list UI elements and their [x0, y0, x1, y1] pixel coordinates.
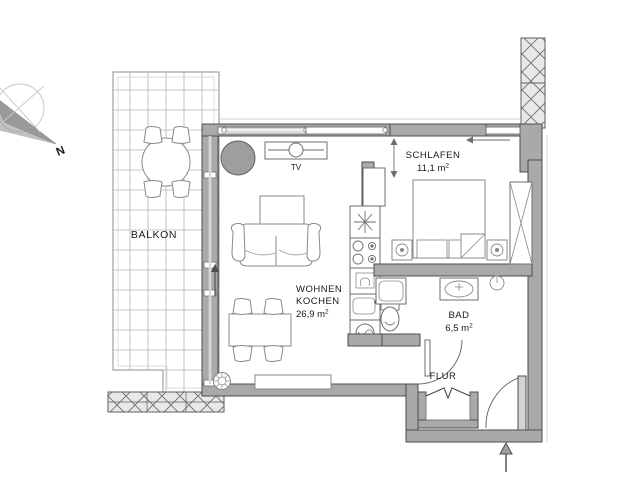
room-label-bad: BAD [448, 310, 469, 321]
dining-chair-icon [232, 345, 253, 362]
balcony-door-jambs [203, 136, 217, 387]
tv-label: TV [291, 163, 302, 172]
room-label-balkon: BALKON [131, 229, 177, 241]
outdoor-chair-icon [143, 180, 163, 198]
outdoor-chair-icon [171, 126, 191, 144]
compass-rose: N [0, 83, 67, 159]
wall-kitchen-niche [347, 333, 383, 347]
hatched-shaft-top-right [520, 37, 546, 129]
room-label-kochen: KOCHEN [296, 296, 340, 307]
wall-bedroom-south [373, 263, 533, 277]
hall [417, 375, 527, 472]
door-swing-arrow [466, 136, 510, 144]
sideboard-icon [254, 374, 332, 390]
window-sash [221, 127, 307, 133]
window-hinge-icon [221, 127, 227, 133]
room-label-wohnen: WOHNEN [296, 284, 342, 295]
room-label-flur: FLUR [430, 371, 457, 382]
living-room-furniture: TV [220, 140, 328, 267]
dining-table-icon [228, 313, 292, 347]
window-living-right [305, 126, 387, 135]
dining-chair-icon [232, 298, 253, 315]
window-hinge-icon [382, 127, 388, 133]
pillow-icon [416, 239, 448, 259]
window-bedroom-side [485, 126, 521, 135]
bathroom-door [417, 339, 463, 385]
balcony-furniture [141, 126, 191, 198]
balcony-terrace [112, 71, 220, 394]
room-area-wohnen-kochen: 26,9 m2 [296, 309, 329, 321]
wall-niche-bottom [417, 419, 479, 429]
room-area-bad: 6,5 m2 [445, 323, 473, 335]
window-bedroom [389, 123, 487, 137]
tv-icon [288, 142, 304, 158]
round-outdoor-table-icon [141, 137, 191, 187]
dimension-arrow-vertical [390, 138, 398, 178]
wall-south [405, 429, 543, 443]
living-south-furniture [213, 372, 332, 390]
bedroom [373, 136, 533, 277]
bathroom [375, 275, 505, 385]
outdoor-chair-icon [143, 126, 163, 144]
dining-furniture [228, 298, 292, 362]
hatched-planter-bottom-left [107, 391, 225, 413]
room-area-schlafen: 11,1 m2 [417, 163, 449, 175]
entrance-arrow [499, 441, 513, 472]
dining-chair-icon [263, 298, 284, 315]
wardrobe-niche-icon [425, 387, 471, 400]
sofa-icon [230, 222, 322, 267]
balcony-inner-edge [117, 76, 215, 389]
kitchen-tall-cabinet-icon [362, 167, 386, 207]
kitchen [347, 161, 421, 347]
room-label-schlafen: SCHLAFEN [406, 150, 461, 161]
entrance-door[interactable] [485, 375, 527, 431]
outdoor-chair-icon [171, 180, 191, 198]
dining-chair-icon [263, 345, 284, 362]
reference-lines [219, 118, 548, 442]
round-plant-icon [220, 140, 256, 176]
balcony-access-arrow [211, 264, 219, 296]
north-windows [217, 123, 521, 137]
toilet-icon [380, 303, 400, 332]
